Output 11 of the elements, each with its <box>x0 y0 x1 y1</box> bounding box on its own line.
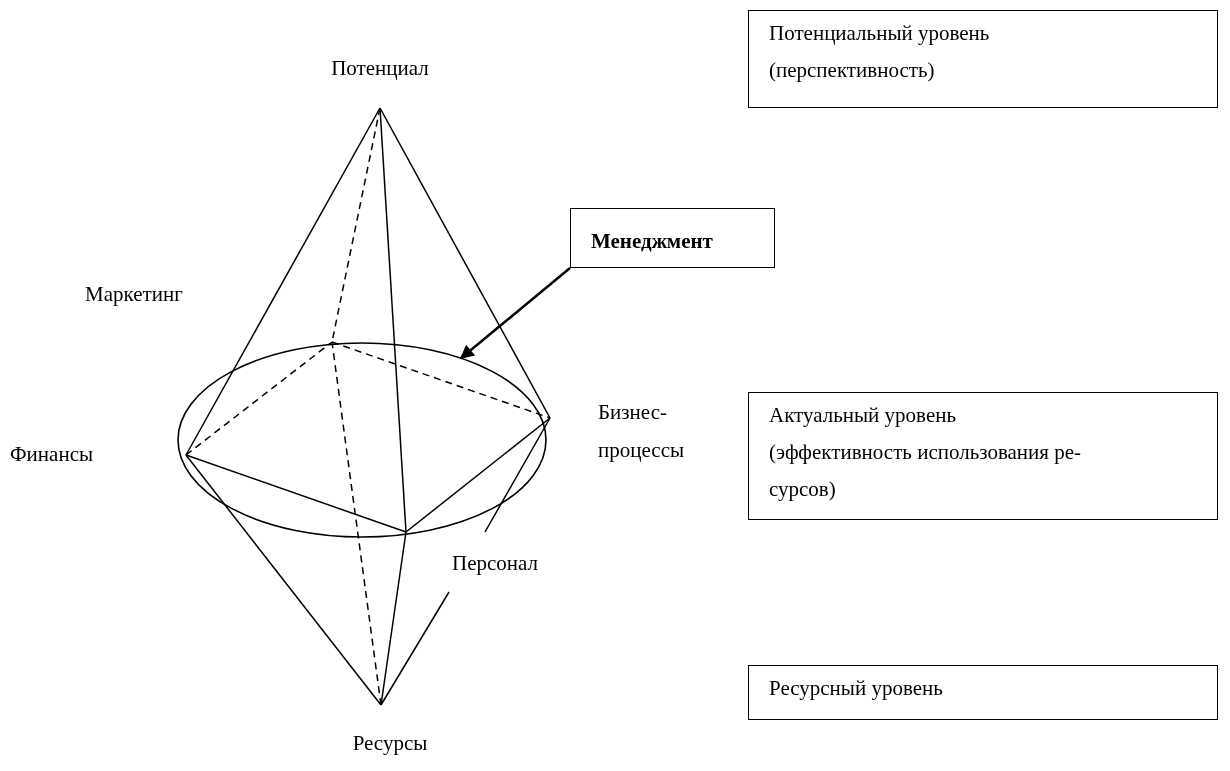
vertex-label: Персонал <box>452 550 539 577</box>
text-box: Потенциальный уровень (перспективность) <box>748 10 1218 108</box>
vertex-label: Финансы <box>10 441 94 468</box>
vertex-label: Бизнес-процессы <box>598 399 686 464</box>
vertex-label: Потенциал <box>330 55 430 82</box>
text-box: Актуальный уровень (эффективность использования ре- сурсов) <box>748 392 1218 520</box>
text-box: Ресурсный уровень <box>748 665 1218 720</box>
text-box: Менеджмент <box>570 208 775 268</box>
vertex-label: Маркетинг <box>85 281 183 308</box>
arrow <box>459 267 571 360</box>
vertex-label: Ресурсы <box>351 730 429 757</box>
